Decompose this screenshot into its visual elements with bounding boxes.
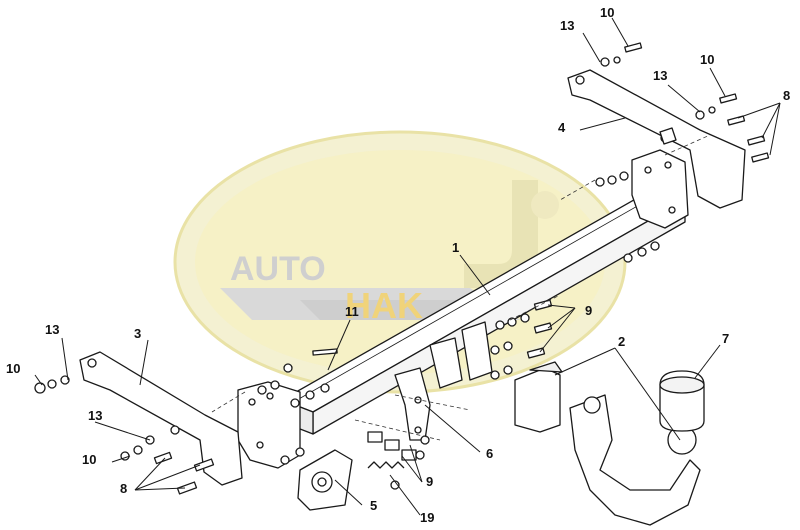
right-side-plate [631,149,689,229]
label-19: 19 [420,510,434,525]
left-arm [79,351,243,486]
spring [367,461,405,469]
watermark-hook-ball [531,191,559,219]
label-7: 7 [722,331,729,346]
label-10-top: 10 [600,5,614,20]
label-13-left: 13 [45,322,59,337]
label-10-left: 10 [6,361,20,376]
label-9-top: 9 [585,303,592,318]
label-13-top: 13 [560,18,574,33]
dashed-guides [211,134,711,441]
hook-mount-block [514,361,563,433]
left-side-plate [237,381,301,469]
label-8-left: 8 [120,481,127,496]
label-4: 4 [558,120,566,135]
label-1: 1 [452,240,459,255]
label-13-left2: 13 [88,408,102,423]
label-11: 11 [345,304,359,319]
label-3: 3 [134,326,141,341]
watermark-text-top: AUTO [230,250,326,288]
parts-drawing [34,17,781,526]
socket-plate [297,449,353,511]
label-2: 2 [618,334,625,349]
fasteners [34,42,770,495]
label-9-bottom: 9 [426,474,433,489]
label-8-top: 8 [783,88,790,103]
label-13-top2: 13 [653,68,667,83]
right-arm [567,69,746,209]
part-labels: 13 10 13 10 8 4 1 11 9 2 7 3 13 10 13 10… [6,5,790,525]
watermark-text-bottom: HAK [345,285,423,326]
label-6: 6 [486,446,493,461]
ball-cap [659,370,705,432]
center-bracket [394,321,493,441]
leader-lines [34,17,781,516]
label-10-top2: 10 [700,52,714,67]
watermark-hook [464,180,538,288]
label-5: 5 [370,498,377,513]
label-10-left2: 10 [82,452,96,467]
